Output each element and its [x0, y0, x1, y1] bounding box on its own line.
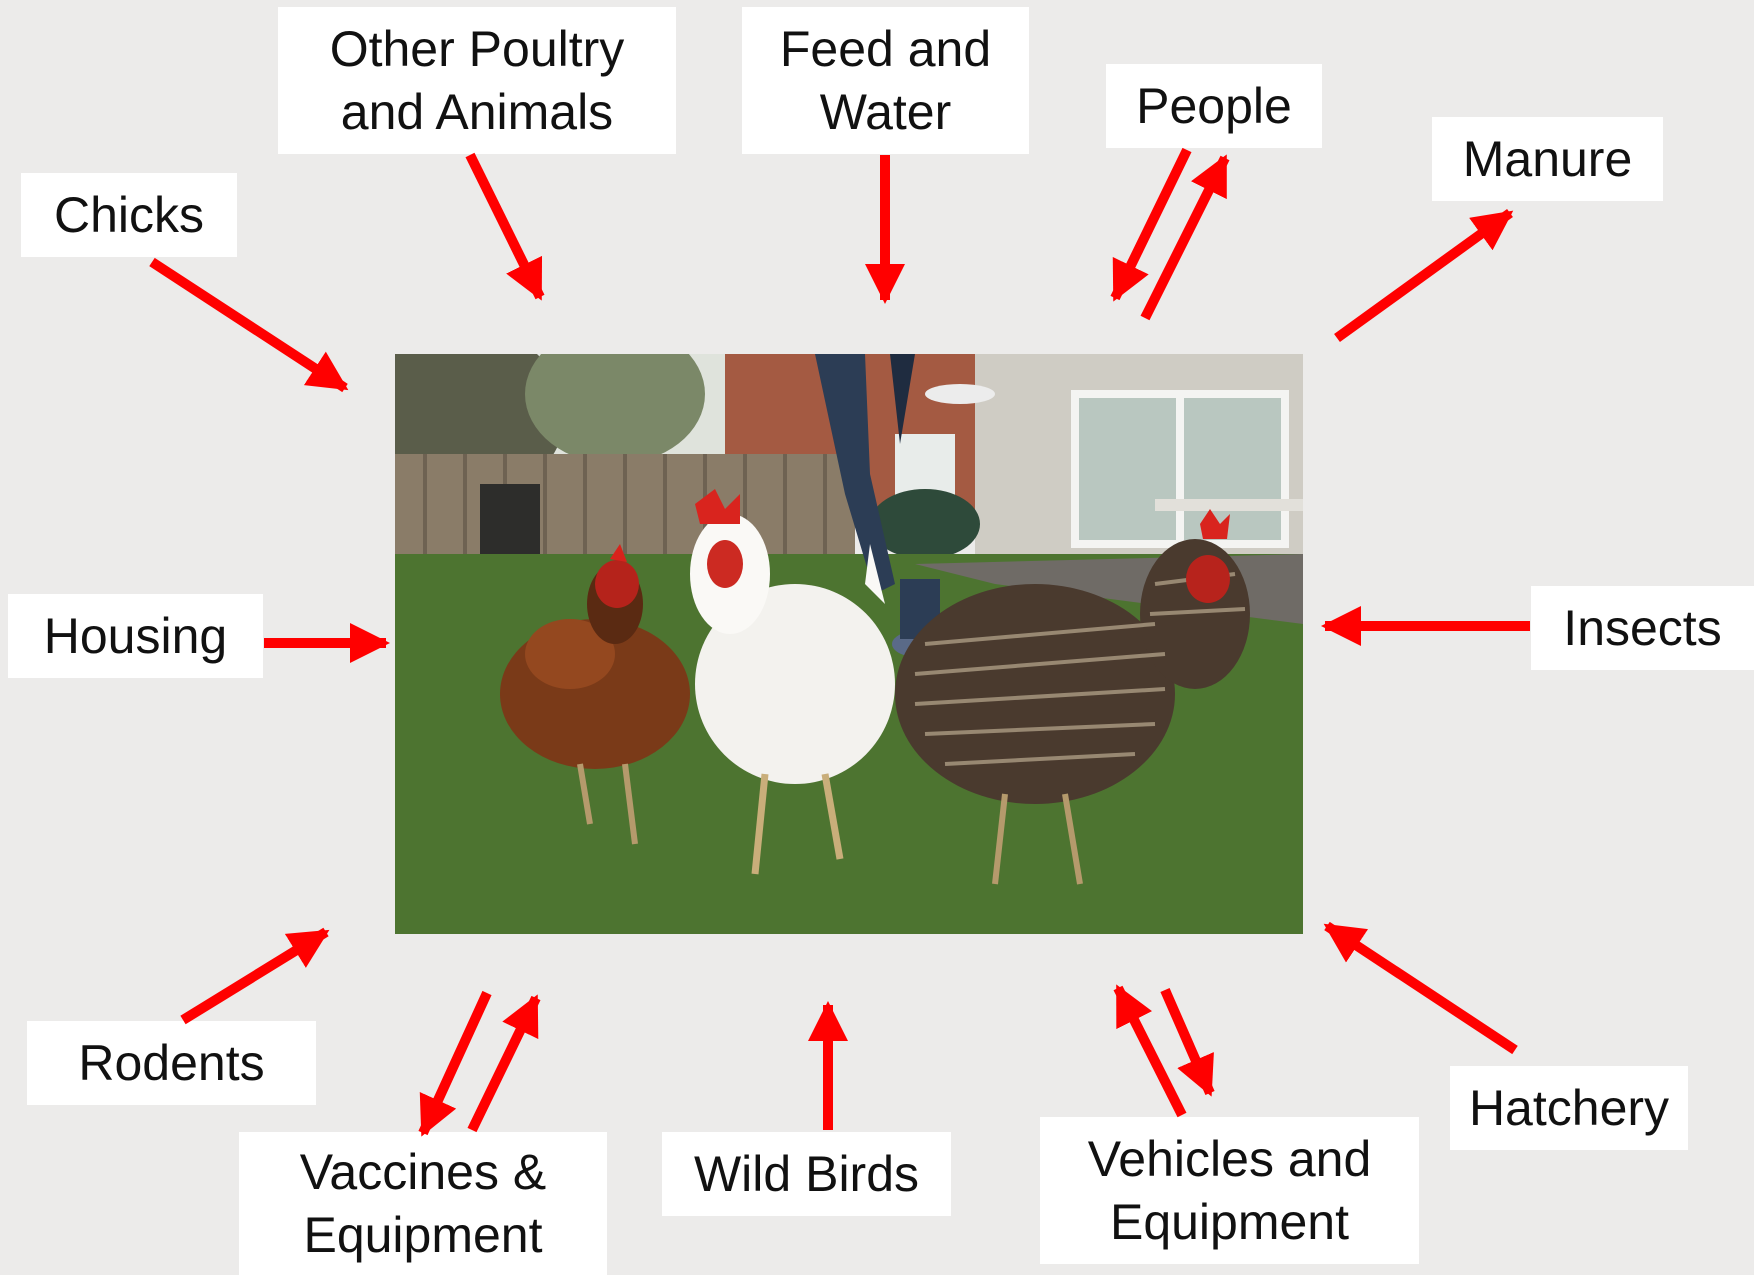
arrow-vehicles-in	[1113, 984, 1187, 1118]
label-rodents-text: Rodents	[78, 1034, 265, 1091]
label-feed-water: Feed and Water	[742, 7, 1029, 154]
photo-grill	[870, 489, 980, 559]
arrow-hatchery	[1323, 921, 1518, 1055]
label-wild-birds-text: Wild Birds	[693, 1145, 920, 1202]
label-vaccines-line1: Vaccines &	[299, 1143, 547, 1200]
label-wild-birds: Wild Birds	[662, 1132, 951, 1216]
label-feed-water-line1: Feed and	[779, 20, 992, 77]
label-manure-text: Manure	[1462, 130, 1633, 187]
arrow-vehicles-out	[1160, 987, 1215, 1097]
label-hatchery-text: Hatchery	[1468, 1079, 1670, 1136]
chickens-photo	[395, 354, 1303, 934]
label-hatchery: Hatchery	[1450, 1066, 1688, 1150]
arrow-manure	[1334, 208, 1514, 343]
label-feed-water-line2: Water	[819, 83, 952, 140]
label-manure: Manure	[1432, 117, 1663, 201]
label-chicks-text: Chicks	[53, 186, 205, 243]
label-housing-text: Housing	[43, 607, 228, 664]
photo-bowl	[925, 384, 995, 404]
photo-barred-hen	[895, 509, 1250, 885]
label-people-text: People	[1136, 77, 1292, 134]
label-other-poultry-line2: and Animals	[340, 83, 614, 140]
photo-table	[1155, 499, 1303, 511]
label-insects: Insects	[1531, 586, 1754, 670]
label-vaccines-line2: Equipment	[303, 1206, 543, 1263]
label-vehicles-line1: Vehicles and	[1087, 1130, 1372, 1187]
label-housing: Housing	[8, 594, 263, 678]
photo-tree	[525, 354, 705, 464]
photo-person-legs	[815, 354, 895, 594]
label-rodents: Rodents	[27, 1021, 316, 1105]
arrow-vaccines-in	[467, 994, 541, 1133]
label-other-poultry: Other Poultry and Animals	[278, 7, 676, 154]
label-chicks: Chicks	[21, 173, 237, 257]
arrow-vaccines-out	[418, 990, 492, 1137]
photo-bin	[480, 484, 540, 554]
label-insects-text: Insects	[1563, 599, 1722, 656]
arrow-other-poultry	[465, 152, 545, 301]
arrow-people-in	[1110, 147, 1192, 302]
arrow-chicks	[149, 257, 349, 393]
arrow-rodents	[180, 927, 330, 1025]
label-other-poultry-line1: Other Poultry	[329, 20, 625, 77]
arrow-people-out	[1140, 154, 1230, 321]
label-people: People	[1106, 64, 1322, 148]
label-vaccines: Vaccines & Equipment	[239, 1132, 607, 1275]
photo-brown-hen	[500, 544, 690, 845]
label-vehicles-line2: Equipment	[1109, 1193, 1350, 1250]
photo-white-hen	[690, 489, 895, 875]
label-vehicles: Vehicles and Equipment	[1040, 1117, 1419, 1264]
